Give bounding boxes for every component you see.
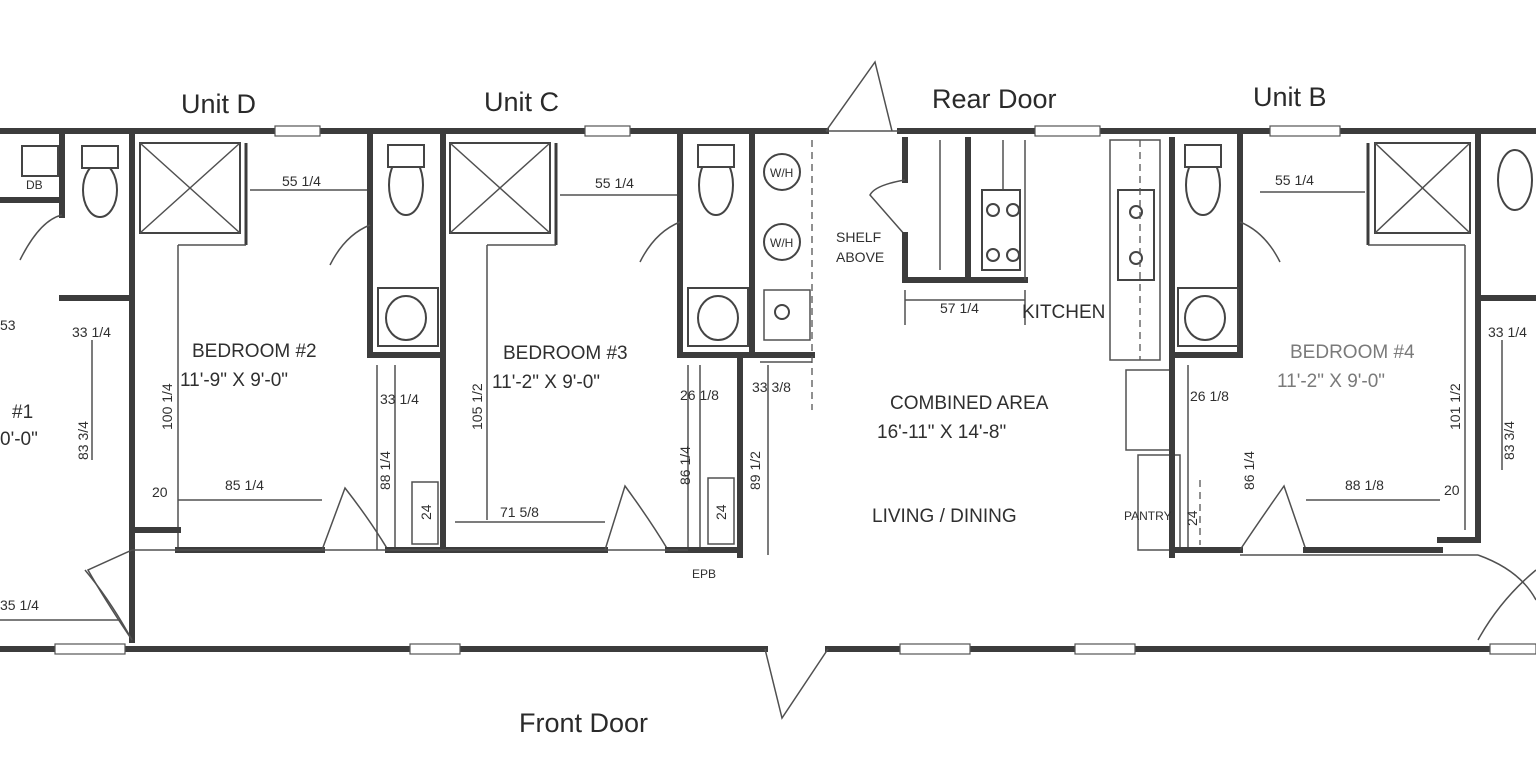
bedroom-3-plan (440, 128, 815, 558)
dim-83-b: 83 3/4 (1501, 421, 1517, 460)
dim-20-b: 20 (1444, 482, 1460, 498)
bedroom-1-size: 0'-0" (0, 429, 38, 450)
bedroom-3-name: BEDROOM #3 (503, 343, 628, 364)
unit-b-label: Unit B (1253, 82, 1327, 112)
dim-55-b: 55 1/4 (1275, 172, 1314, 188)
front-door-label: Front Door (519, 708, 648, 738)
bedroom-2-size: 11'-9" X 9'-0" (180, 370, 288, 391)
unit-d-plan (0, 128, 135, 643)
shelf-label: SHELF (836, 229, 881, 245)
dim-33-38: 33 3/8 (752, 379, 791, 395)
bedroom-4-plan (1169, 128, 1536, 641)
dim-105: 105 1/2 (469, 383, 485, 430)
bedroom-4-size: 11'-2" X 9'-0" (1277, 371, 1385, 392)
dim-88-bed2: 88 1/4 (377, 451, 393, 490)
epb-label: EPB (692, 567, 716, 581)
pantry-label: PANTRY (1124, 509, 1172, 523)
dim-85: 85 1/4 (225, 477, 264, 493)
dimensions: 55 1/4 55 1/4 55 1/4 33 1/4 33 1/4 33 1/… (0, 172, 1527, 613)
dim-101: 101 1/2 (1447, 383, 1463, 430)
above-label: ABOVE (836, 249, 884, 265)
dim-33-d: 33 1/4 (72, 324, 111, 340)
db-label: DB (26, 178, 43, 192)
dim-86-c: 86 1/4 (677, 446, 693, 485)
dim-55-c: 55 1/4 (595, 175, 634, 191)
combined-area-size: 16'-11" X 14'-8" (877, 422, 1006, 443)
dim-24-bed2: 24 (418, 504, 434, 520)
bedroom-3-size: 11'-2" X 9'-0" (492, 372, 600, 393)
windows (54, 125, 1536, 655)
bedroom-1-name: #1 (12, 402, 33, 423)
bedroom-2-name: BEDROOM #2 (192, 341, 317, 362)
dim-33-bed2: 33 1/4 (380, 391, 419, 407)
rear-door-label: Rear Door (932, 84, 1057, 114)
dim-86-b: 86 1/4 (1241, 451, 1257, 490)
unit-c-label: Unit C (484, 87, 559, 117)
unit-d-label: Unit D (181, 89, 256, 119)
bedroom-4-name: BEDROOM #4 (1290, 342, 1415, 363)
dim-57: 57 1/4 (940, 300, 979, 316)
dim-55-d: 55 1/4 (282, 173, 321, 189)
dim-100: 100 1/4 (159, 383, 175, 430)
dim-20-d: 20 (152, 484, 168, 500)
dim-71: 71 5/8 (500, 504, 539, 520)
dim-33-b: 33 1/4 (1488, 324, 1527, 340)
front-door-swing (764, 648, 829, 720)
kitchen-label: KITCHEN (1022, 302, 1105, 323)
water-heater-label-1: W/H (770, 166, 793, 180)
living-dining-label: LIVING / DINING (872, 506, 1017, 527)
kitchen-plan (869, 137, 1201, 551)
dim-89: 89 1/2 (747, 451, 763, 490)
dim-53: 53 (0, 317, 16, 333)
dim-24-c: 24 (713, 504, 729, 520)
dim-26-b: 26 1/8 (1190, 388, 1229, 404)
corridor (86, 549, 1536, 641)
dim-83-d: 83 3/4 (75, 421, 91, 460)
combined-area-name: COMBINED AREA (890, 393, 1049, 414)
rear-door-swing (825, 60, 900, 132)
dim-24-b: 24 (1184, 510, 1200, 526)
dim-26-c: 26 1/8 (680, 387, 719, 403)
dim-88-b: 88 1/8 (1345, 477, 1384, 493)
water-heater-label-2: W/H (770, 236, 793, 250)
dim-35: 35 1/4 (0, 597, 39, 613)
